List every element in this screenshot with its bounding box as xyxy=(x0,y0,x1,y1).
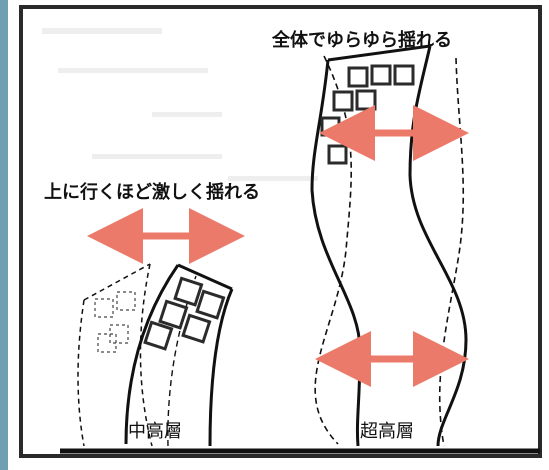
mid-rise-building xyxy=(124,263,234,447)
high-rise-label: 超高層 xyxy=(360,421,414,442)
mid-rise-ghost-windows xyxy=(94,291,136,353)
mid-rise-windows xyxy=(143,276,226,351)
diagram-frame xyxy=(19,5,542,458)
left-edge-band xyxy=(0,0,8,470)
mid-rise-label: 中高層 xyxy=(128,421,182,442)
mid-rise-ghost-building xyxy=(77,263,153,447)
middle-left-label: 上に行くほど激しく揺れる xyxy=(44,181,260,203)
top-right-label: 全体でゆらゆら揺れる xyxy=(271,29,452,51)
faint-background-text xyxy=(42,28,318,181)
